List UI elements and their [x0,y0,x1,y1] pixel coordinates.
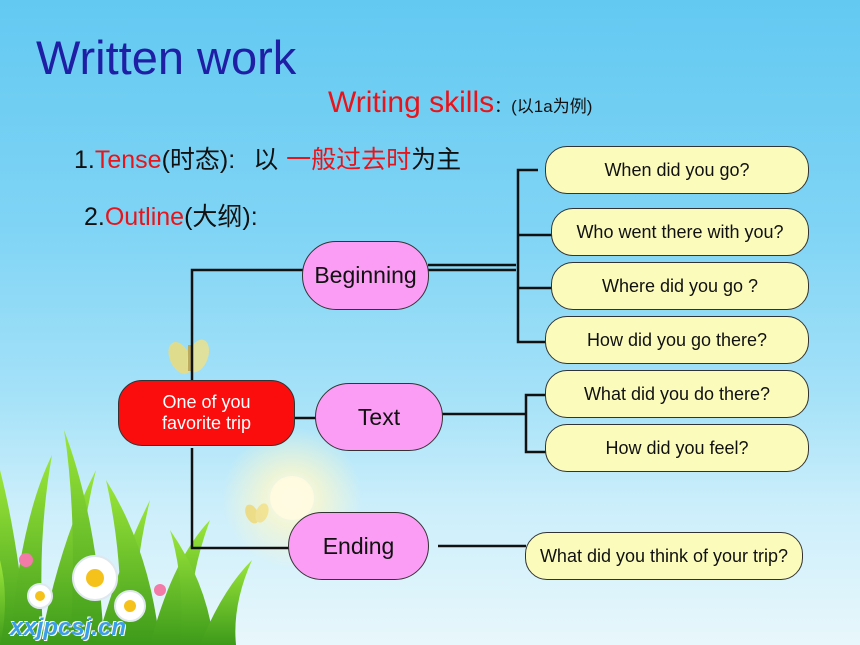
branch-node-beginning: Beginning [302,241,429,310]
leaf-node-think-trip: What did you think of your trip? [525,532,803,580]
branch-node-text: Text [315,383,443,451]
leaf-node-how-go: How did you go there? [545,316,809,364]
tense-suffix: 为主 [411,145,462,174]
watermark-logo: xxjpcsj.cn [10,614,127,641]
tense-highlight: 一般过去时 [286,145,412,174]
daisy-flower-icon [27,583,53,609]
leaf-node-where: Where did you go ? [551,262,809,310]
connector-beginning-leaves [516,168,546,344]
subtitle-main: Writing skills [328,86,495,119]
daisy-flower-icon [72,555,118,601]
leaf-node-when: When did you go? [545,146,809,194]
butterfly-icon [245,503,269,524]
outline-line: 2.Outline(大纲): [84,197,258,233]
tense-keyword: Tense [94,146,162,174]
daisy-flower-icon [114,590,146,622]
connector-root-to-ending [190,448,289,550]
outline-keyword: Outline [104,203,185,231]
connector-root-trunk [190,268,303,380]
subtitle: Writing skills：(以1a为例) [328,86,592,120]
root-node-line1: One of you [162,392,251,413]
connector-text-leaves [524,393,546,454]
leaf-node-how-feel: How did you feel? [545,424,809,472]
leaf-node-what-do: What did you do there? [545,370,809,418]
tense-line: 1.Tense(时态): 以 一般过去时为主 [74,140,461,176]
outline-number: 2. [84,203,105,231]
tense-paren: (时态): [161,146,236,174]
tense-prefix: 以 [253,145,287,174]
tense-number: 1. [74,146,95,174]
flower-bud-icon [19,553,166,596]
leaf-node-who: Who went there with you? [551,208,809,256]
branch-node-ending: Ending [288,512,429,580]
outline-paren: (大纲): [184,203,258,231]
subtitle-note: ：(以1a为例) [494,97,593,116]
root-node: One of you favorite trip [118,380,295,446]
root-node-line2: favorite trip [161,413,252,433]
page-title: Written work [36,31,297,84]
sun-core [270,476,314,520]
